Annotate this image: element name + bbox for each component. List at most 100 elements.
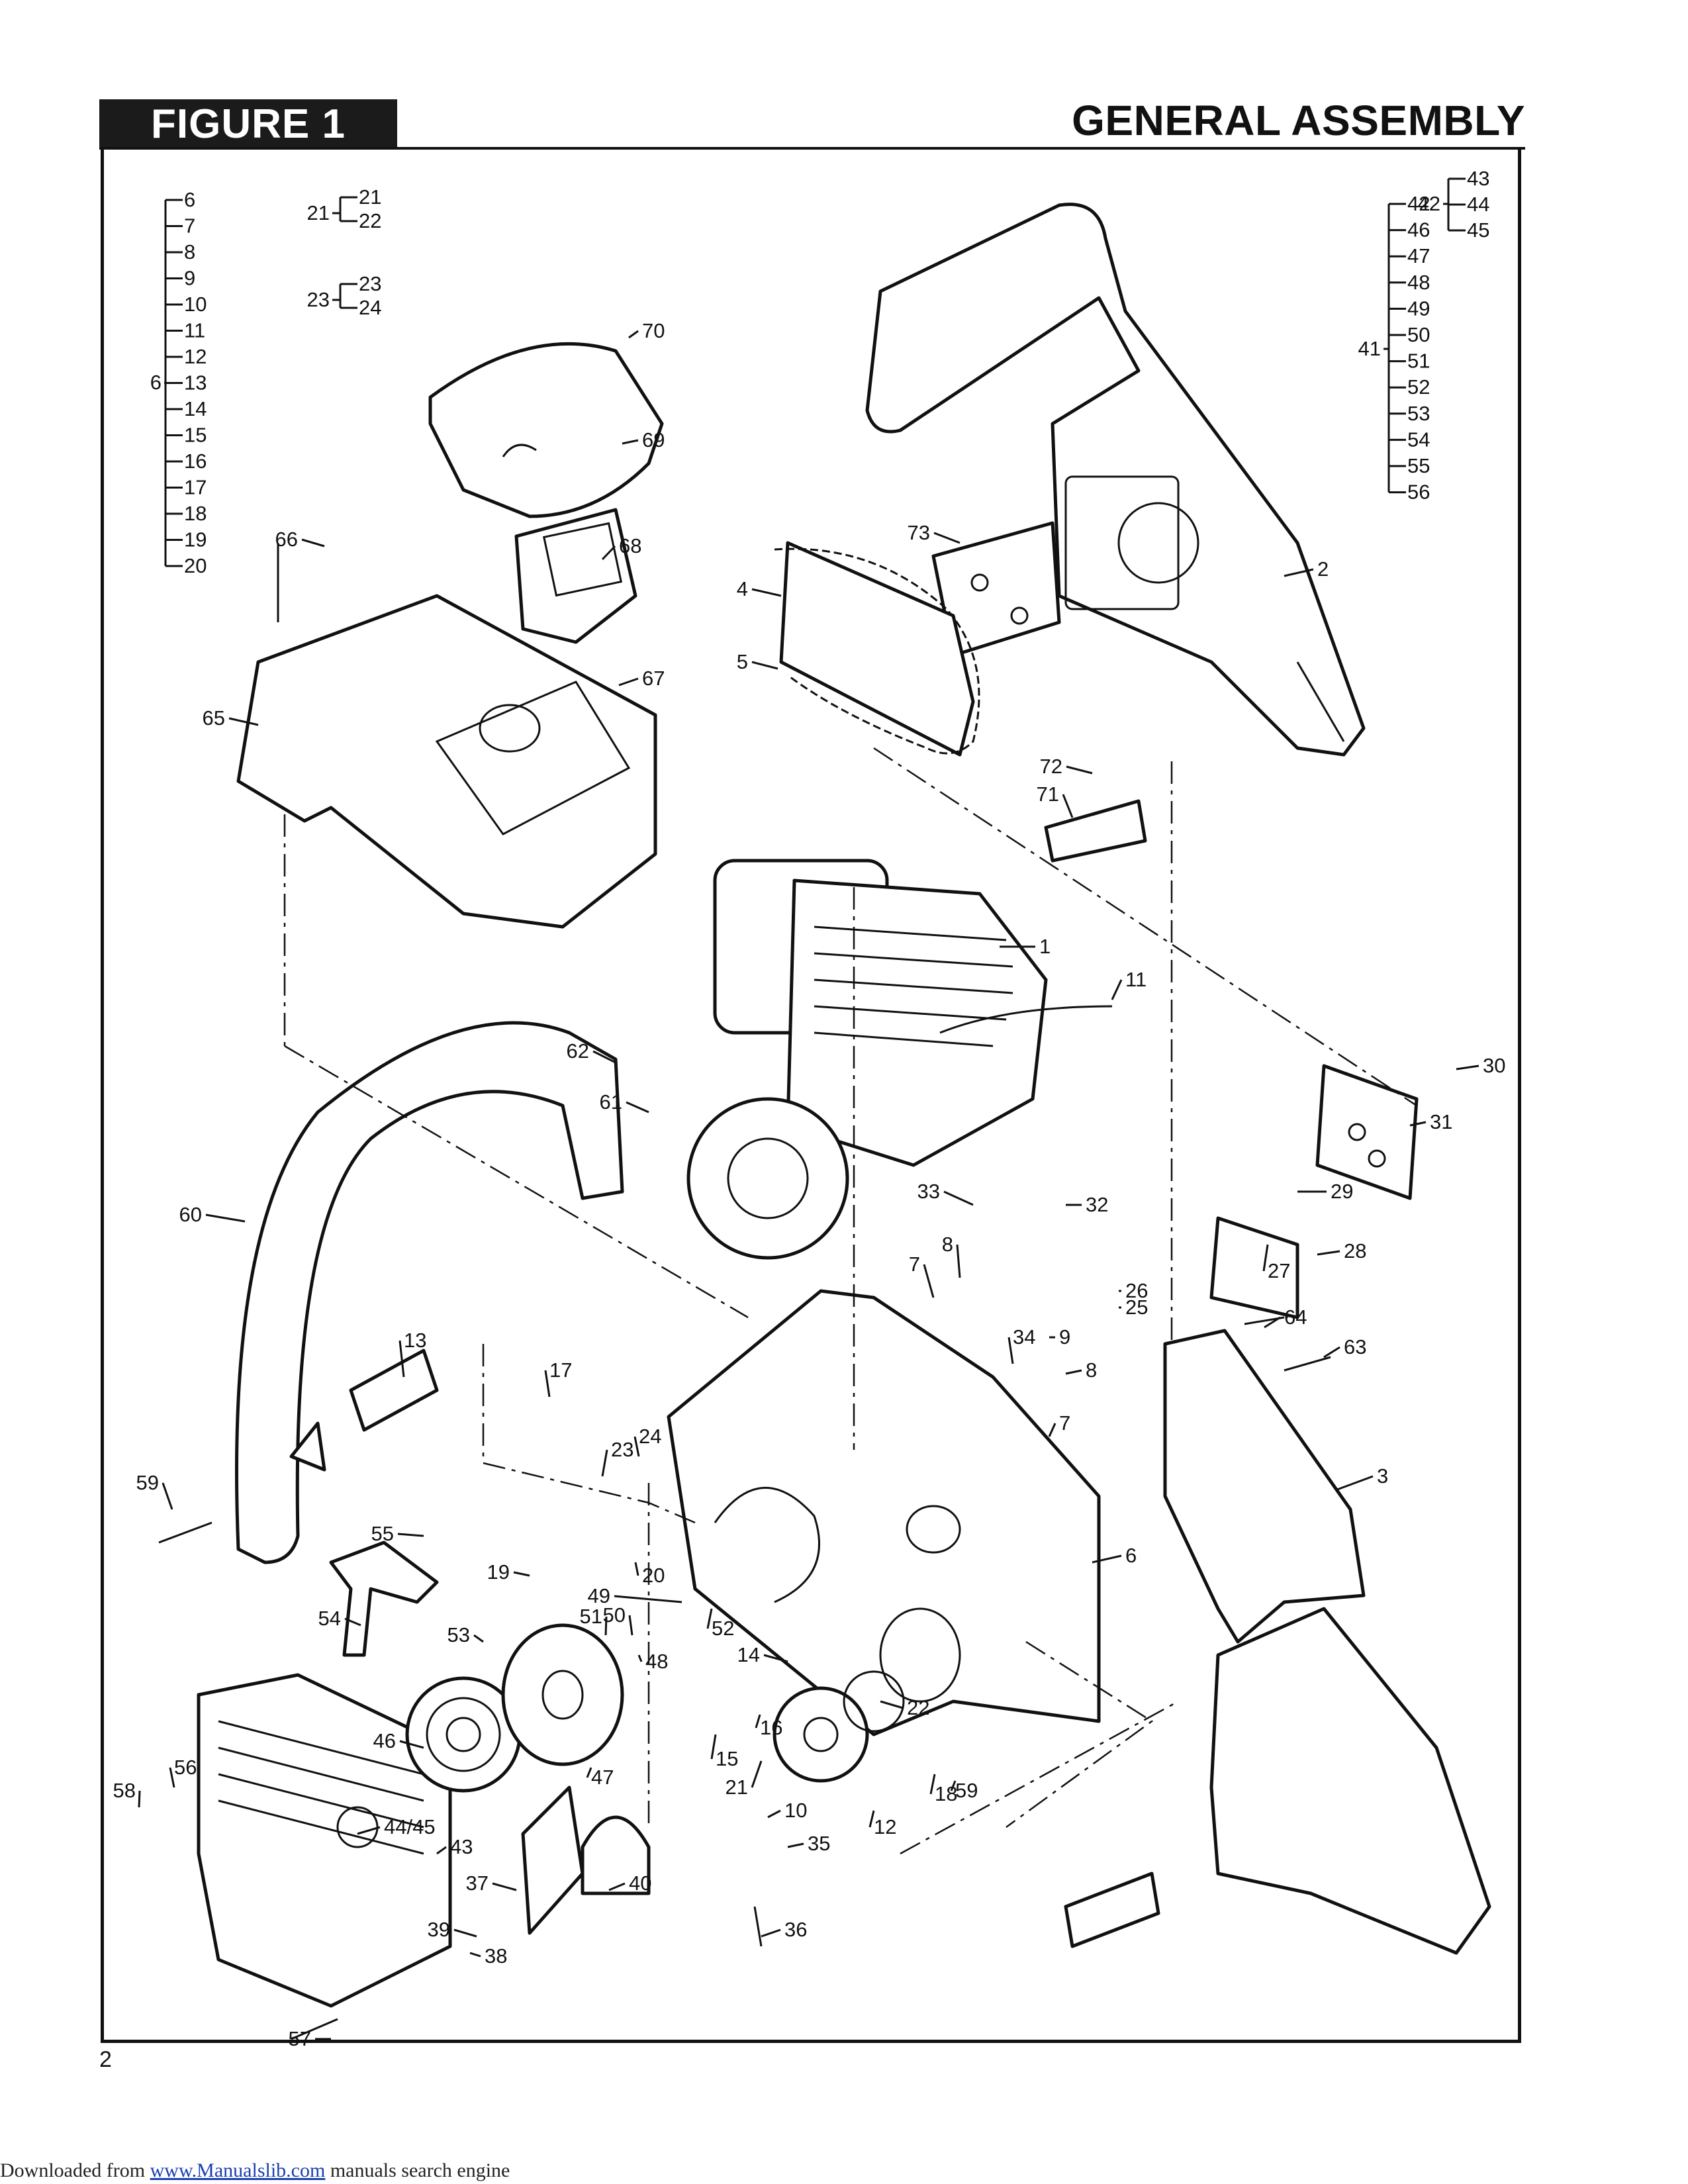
- callout-label: 54: [318, 1607, 341, 1630]
- callout-label: 4: [737, 577, 748, 600]
- callout-label: 38: [485, 1944, 507, 1968]
- rear-handle-cover: [865, 203, 1366, 757]
- callout-leader: [618, 677, 639, 687]
- callout-label: 43: [450, 1835, 473, 1858]
- starter-housing: [197, 1673, 452, 2008]
- manualslib-link[interactable]: www.Manualslib.com: [150, 2160, 326, 2181]
- index-21-item: 22: [359, 209, 381, 232]
- index-41-item: 48: [1407, 271, 1430, 294]
- callout-label: 2: [1317, 557, 1329, 581]
- callout-label: 51: [580, 1605, 602, 1628]
- index-42-item: 45: [1467, 218, 1489, 242]
- starter-handle: [329, 1541, 439, 1657]
- callout-label: 66: [275, 528, 298, 551]
- callout-leader: [755, 1714, 761, 1729]
- callout-leader: [626, 1101, 649, 1114]
- callout-label: 60: [179, 1203, 202, 1226]
- callout-label: 24: [639, 1425, 661, 1448]
- index-41-item: 55: [1407, 454, 1430, 477]
- av-springs: [349, 799, 1160, 1948]
- callout-label: 33: [917, 1180, 940, 1203]
- index-6-item: 7: [184, 214, 195, 238]
- callout-leader: [751, 661, 778, 670]
- callout-label: 67: [642, 667, 665, 690]
- diagram-frame: [101, 150, 1521, 2043]
- index-23-item: 24: [359, 296, 381, 319]
- callout-leader: [601, 1449, 608, 1477]
- index-41-item: 49: [1407, 297, 1430, 320]
- callout-label: 13: [404, 1329, 426, 1352]
- footer-suffix: manuals search engine: [325, 2160, 510, 2181]
- callout-leader: [880, 1700, 904, 1709]
- callout-leader: [138, 1790, 141, 1808]
- callout-label: 69: [642, 428, 665, 451]
- callout-label: 53: [447, 1623, 470, 1646]
- index-41-item: 56: [1407, 481, 1430, 504]
- callout-label: 21: [726, 1776, 748, 1799]
- index-42-item: 44: [1467, 193, 1489, 216]
- callout-label: 35: [808, 1832, 830, 1855]
- callout-leader: [710, 1734, 717, 1760]
- callout-leader: [929, 1774, 936, 1795]
- callout-label: 22: [907, 1696, 929, 1719]
- callout-leader: [397, 1533, 424, 1537]
- callout-leader: [586, 1767, 592, 1778]
- callout-leader: [868, 1810, 875, 1828]
- callout-leader: [592, 1050, 616, 1064]
- callout-label: 52: [712, 1617, 734, 1640]
- screws: [158, 543, 1331, 2040]
- callout-leader: [751, 1760, 763, 1788]
- callout-leader: [956, 1244, 961, 1278]
- callout-label: 49: [588, 1584, 610, 1607]
- callout-label: 48: [645, 1650, 668, 1673]
- index-41-item: 46: [1407, 218, 1430, 242]
- callout-leader: [950, 1780, 957, 1791]
- callout-leader: [469, 1952, 481, 1958]
- index-6-item: 11: [184, 319, 205, 342]
- callout-label: 30: [1483, 1054, 1505, 1077]
- callout-label: 1: [1039, 935, 1051, 958]
- callout-label: 6: [1125, 1544, 1137, 1567]
- side-plates: [1209, 1064, 1419, 1319]
- callout-leader: [1264, 1316, 1281, 1329]
- callout-leader: [1066, 765, 1093, 775]
- callout-label: 11: [1125, 968, 1147, 991]
- index-41-item: 54: [1407, 428, 1430, 451]
- download-footer: Downloaded from www.Manualslib.com manua…: [0, 2160, 510, 2182]
- index-42-parent: 42: [1418, 192, 1440, 215]
- callout-leader: [1048, 1423, 1056, 1437]
- callout-label: 5: [737, 650, 748, 673]
- callout-leader: [1284, 568, 1314, 577]
- index-6-item: 19: [184, 528, 207, 551]
- callout-label: 73: [908, 521, 930, 544]
- index-41-item: 50: [1407, 323, 1430, 346]
- callout-label: 37: [466, 1872, 489, 1895]
- engine-cylinder: [686, 859, 1113, 1260]
- guards: [521, 1785, 651, 1935]
- index-6-item: 15: [184, 424, 207, 447]
- callout-label: 14: [737, 1643, 760, 1666]
- index-6-item: 8: [184, 240, 195, 263]
- callout-leader: [453, 1928, 477, 1938]
- header-rule: [99, 147, 1525, 150]
- callout-label: 68: [619, 534, 641, 557]
- page-title: GENERAL ASSEMBLY: [1072, 97, 1525, 144]
- figure-label: FIGURE 1: [99, 99, 397, 149]
- callout-label: 39: [428, 1918, 450, 1941]
- callout-label: 20: [642, 1564, 665, 1587]
- callout-leader: [614, 1595, 682, 1603]
- air-filter: [514, 508, 637, 644]
- callout-label: 59: [136, 1471, 159, 1494]
- callout-leader: [169, 1767, 175, 1788]
- callout-label: 64: [1284, 1306, 1307, 1329]
- callout-label: 29: [1331, 1180, 1353, 1203]
- callout-leader: [787, 1842, 804, 1848]
- front-handle: [235, 1021, 624, 1564]
- index-23-item: 23: [359, 272, 381, 295]
- callout-label: 57: [289, 2027, 311, 2050]
- callout-label: 26: [1125, 1279, 1148, 1302]
- callout-label: 44/45: [384, 1815, 436, 1838]
- callout-label: 8: [1086, 1358, 1097, 1382]
- callout-leader: [601, 545, 616, 561]
